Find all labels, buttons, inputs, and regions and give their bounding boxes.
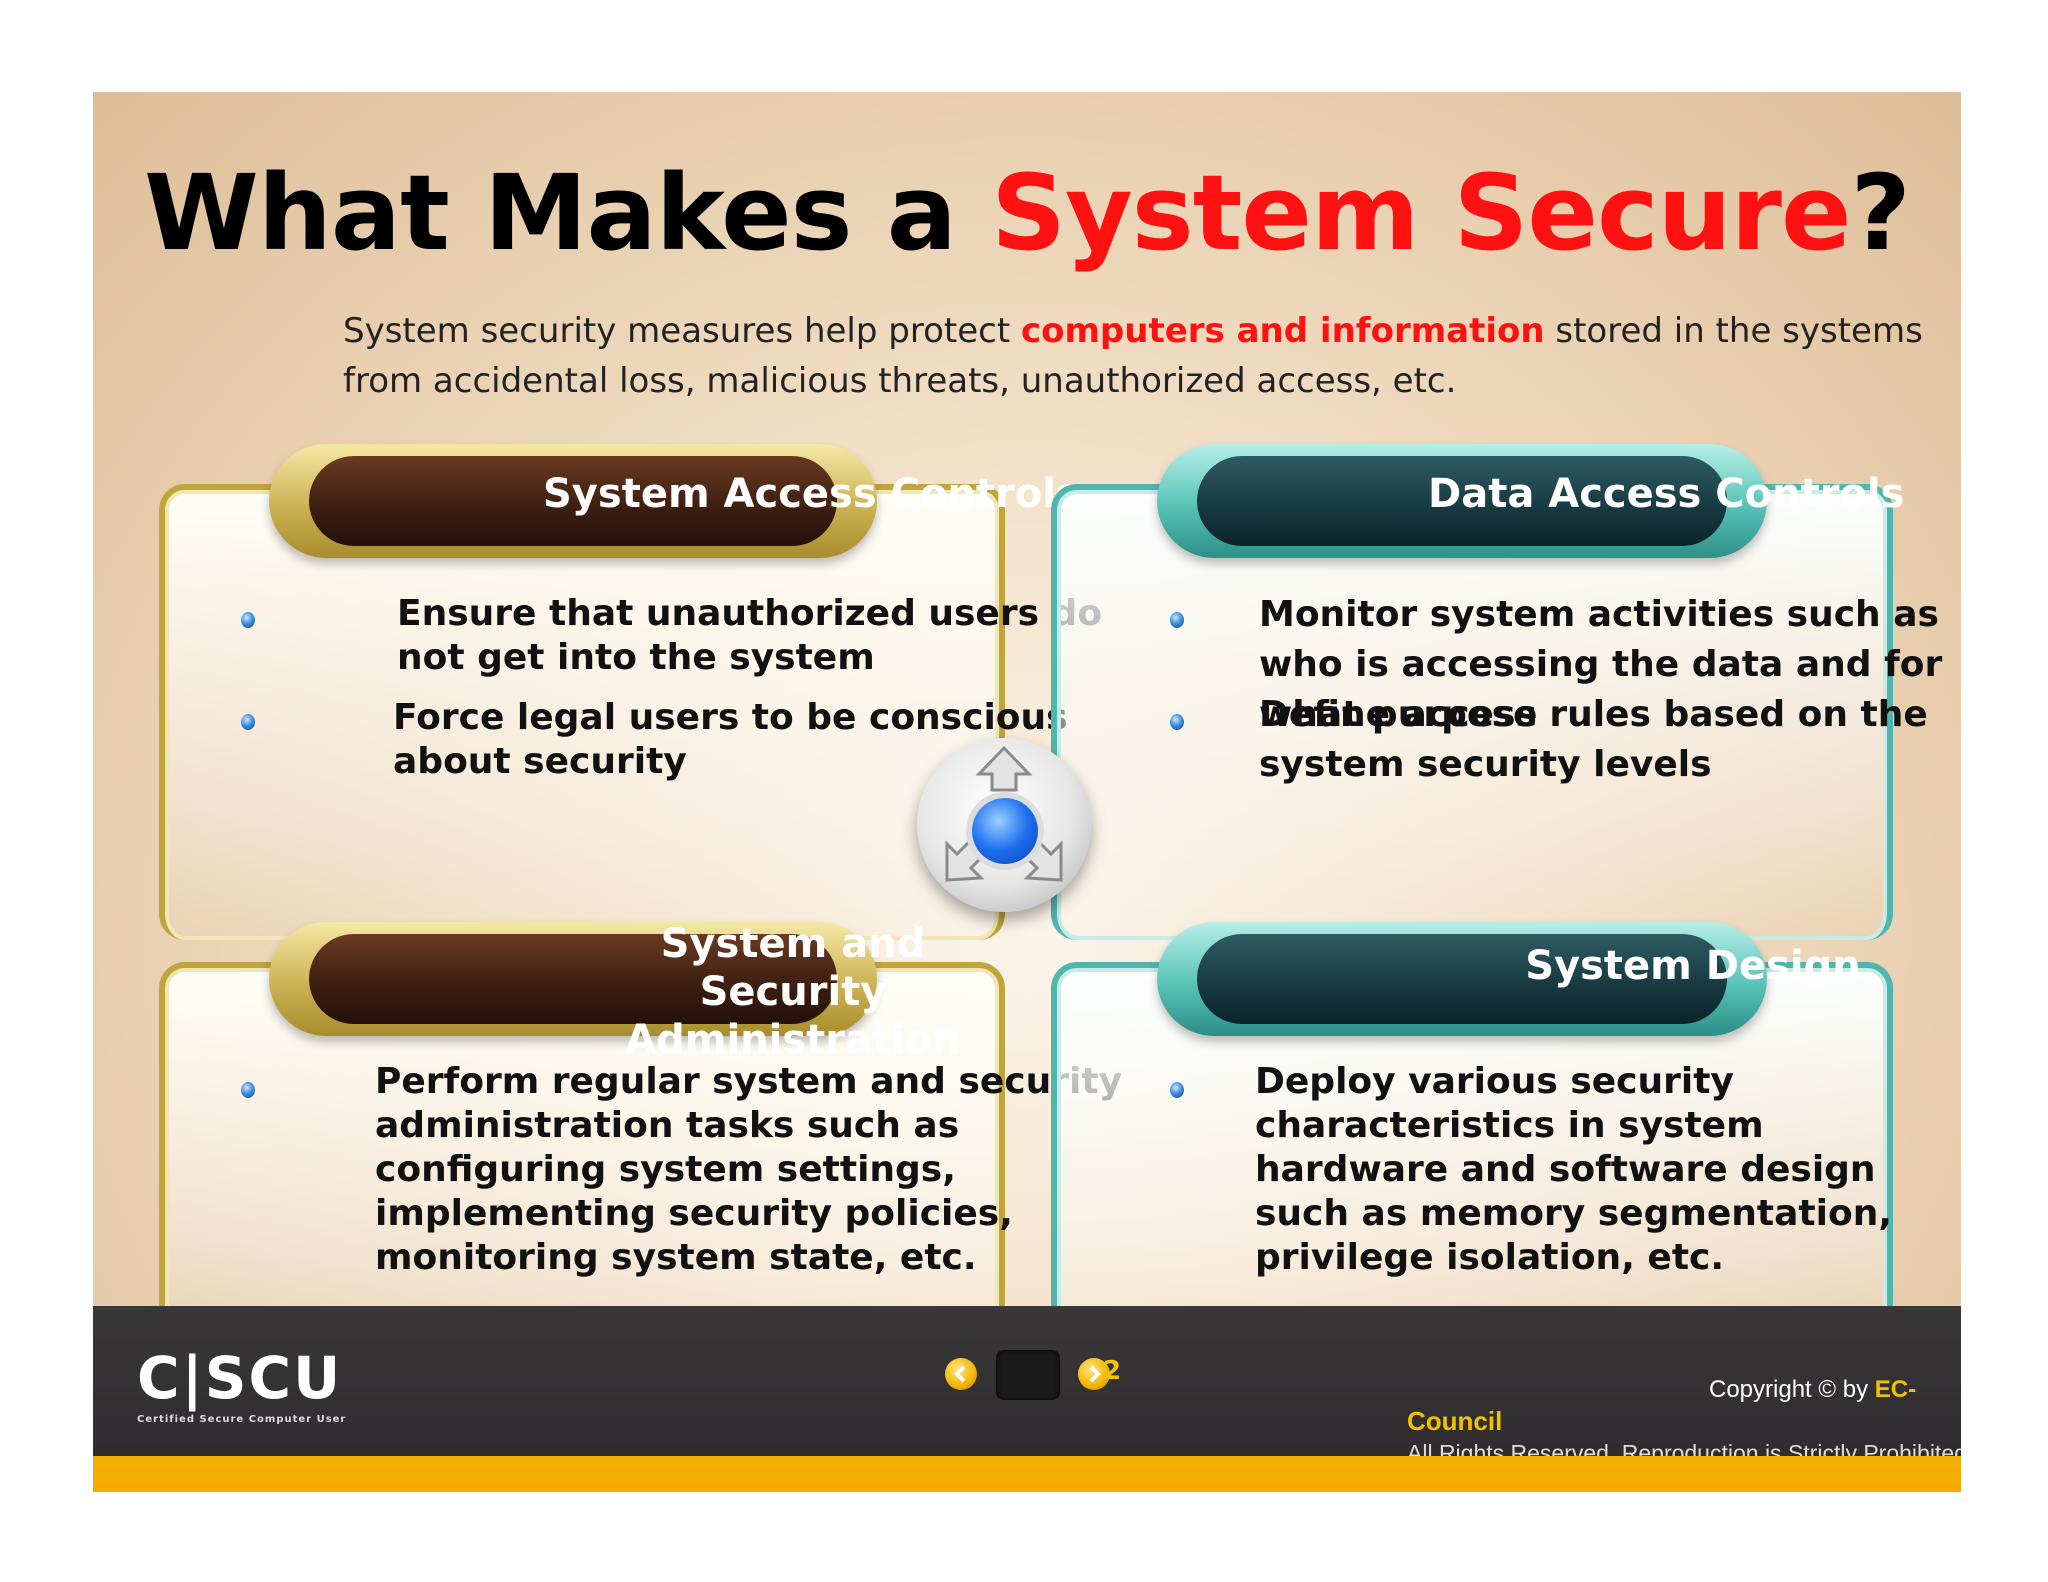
header-inner — [309, 456, 837, 546]
panel-sys-design-title: System Design — [1525, 943, 1861, 989]
bullet-icon — [241, 1082, 255, 1098]
copyright-brand: EC- — [1874, 1376, 1917, 1403]
nav-arrows-icon — [945, 745, 1063, 882]
panel-sys-admin-header — [269, 922, 877, 1036]
panel-data-access-frame — [1051, 484, 1893, 940]
panel-system-access-frame — [159, 484, 1005, 940]
bullet-text: Force legal users to be conscious about … — [393, 697, 1068, 782]
slide-title: What Makes a System Secure? — [93, 152, 1961, 274]
bullet-icon — [241, 612, 255, 628]
chevron-right-icon — [1089, 1365, 1101, 1383]
next-page-button[interactable] — [1078, 1358, 1110, 1390]
panel-data-access-header — [1157, 444, 1767, 558]
title-question-mark: ? — [1850, 152, 1910, 274]
intro-highlight: computers and information — [1020, 311, 1545, 351]
nav-center-dot — [972, 798, 1038, 864]
copyright-text: Copyright © by — [1709, 1376, 1875, 1403]
copyright-brand-council: Council — [1407, 1406, 1503, 1436]
bullet-text: Perform regular system and security admi… — [375, 1061, 1123, 1278]
title-text: What Makes a — [144, 152, 992, 274]
bullet-icon — [1170, 1082, 1184, 1098]
bullet-icon — [241, 714, 255, 730]
cscu-logo-subtitle: Certified Secure Computer User — [137, 1414, 347, 1425]
intro-text: System security measures help protect — [343, 311, 1021, 351]
header-inner — [1197, 934, 1727, 1024]
bullet-icon — [1170, 612, 1184, 628]
navigation-disc — [917, 738, 1091, 912]
bullet-text: Deploy various security characteristics … — [1255, 1061, 1892, 1278]
slide: What Makes a System Secure? System secur… — [93, 92, 1961, 1492]
intro-paragraph: System security measures help protect co… — [343, 306, 1943, 406]
intro-text-end: stored in the systems from accidental lo… — [343, 311, 1923, 401]
panel-data-access-title: Data Access Controls — [1428, 471, 1905, 517]
prev-page-button[interactable] — [945, 1358, 977, 1390]
bullet-icon — [1170, 714, 1184, 730]
cscu-logo: C|SCU — [137, 1344, 343, 1412]
panel-system-access-header — [269, 444, 877, 558]
header-inner — [309, 934, 837, 1024]
footer-bar: C|SCU Certified Secure Computer User 2 C… — [93, 1306, 1961, 1492]
header-inner — [1197, 456, 1727, 546]
bullet-text: Ensure that unauthorized users do not ge… — [397, 593, 1103, 678]
panel-sys-design-header — [1157, 922, 1767, 1036]
title-highlight: System Secure — [991, 152, 1851, 274]
bullet-text: Define access rules based on the system … — [1259, 694, 1928, 785]
page-indicator-box — [996, 1350, 1060, 1400]
page-number: 2 — [1103, 1356, 1122, 1386]
panel-sys-admin-title: System and Security Administration — [625, 921, 961, 1063]
bullet-text: Monitor system activities such as who is… — [1259, 594, 1943, 735]
chevron-left-icon — [954, 1365, 966, 1383]
footer-stripe — [93, 1456, 1961, 1492]
panel-system-access-title: System Access Controls — [543, 471, 1080, 517]
copyright-line: Copyright © by EC- — [1709, 1376, 1916, 1404]
